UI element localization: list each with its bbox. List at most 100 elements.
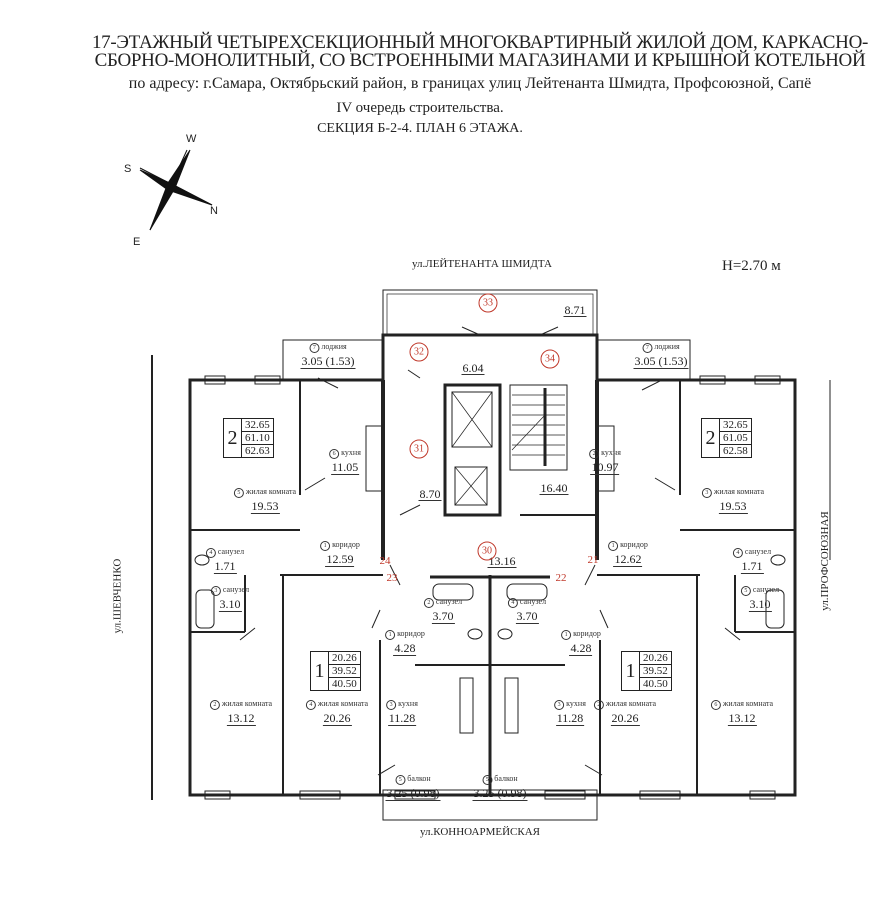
room-number: 4 [507,598,518,608]
marker-22: 22 [555,572,567,584]
room-number: 5 [395,775,406,785]
compass-e-label: E [133,236,141,248]
address-line: по адресу: г.Самара, Октябрьский район, … [128,75,812,92]
compass-s-label: S [124,163,132,175]
room-name: жилая комната [317,699,369,708]
room-label: 1 коридор 12.59 [320,541,360,567]
living-area: 20.26 [329,652,360,665]
room-area: 4.28 [569,641,593,656]
room-label: 1 коридор 4.28 [561,630,601,656]
room-name: коридор [573,629,601,638]
room-name: кухня [341,448,361,457]
room-number: 1 [561,630,572,640]
area-13-16: 13.16 [487,554,517,568]
room-number: 4 [732,548,743,558]
room-area: 19.53 [250,499,280,514]
room-area: 3.05 (1.53) [633,354,689,369]
total-area: 39.52 [329,665,360,678]
area-6-04: 6.04 [461,361,485,375]
room-number: 5 [740,586,751,596]
room-area: 13.12 [226,711,256,726]
room-area: 11.28 [555,711,585,726]
compass-w-label: W [186,133,197,145]
room-area: 12.62 [613,552,643,567]
room-number: 3 [386,700,397,710]
room-area: 11.05 [330,460,360,475]
room-area: 12.59 [325,552,355,567]
room-label: 4 санузел 1.71 [732,547,772,574]
room-name: кухня [566,699,586,708]
room-name: коридор [397,629,425,638]
room-area: 19.53 [718,499,748,514]
marker-31: 31 [409,439,429,459]
room-number: 2 [423,598,434,608]
room-area: 3.25 (0.98) [472,786,528,801]
total-area: 61.05 [720,432,751,445]
ceiling-height: H=2.70 м [722,258,781,274]
room-label: 7 лоджия 3.05 (1.53) [633,342,689,369]
room-name: жилая комната [245,487,297,496]
room-name: санузел [744,547,772,556]
marker-34: 34 [540,349,560,369]
marker-30: 30 [477,541,497,561]
room-number: 1 [385,630,396,640]
room-number: 5 [482,775,493,785]
room-number: 2 [209,700,220,710]
room-name: коридор [332,540,360,549]
compass-n-label: N [210,205,218,217]
room-number: 4 [205,548,216,558]
room-number: 5 [233,488,244,498]
total-area: 61.10 [242,432,273,445]
marker-24: 24 [379,555,391,567]
room-name: санузел [435,597,463,606]
street-top: ул.ЛЕЙТЕНАНТА ШМИДТА [412,258,552,270]
room-number: 1 [320,541,331,551]
room-count: 1 [314,659,325,682]
room-area: 10.97 [590,460,620,475]
room-number: 7 [642,343,653,353]
room-number: 3 [701,488,712,498]
room-number: 1 [608,541,619,551]
room-name: лоджия [654,342,680,351]
room-name: санузел [519,597,547,606]
room-area: 20.26 [322,711,352,726]
room-area: 3.25 (0.98) [385,786,441,801]
room-name: жилая комната [713,487,765,496]
room-area: 3.10 [218,597,242,612]
room-name: жилая комната [605,699,657,708]
living-area: 32.65 [242,419,273,432]
street-bottom: ул.КОННОАРМЕЙСКАЯ [420,826,541,838]
room-area: 1.71 [740,559,764,574]
area-with-loggia: 62.58 [723,445,748,457]
room-count: 1 [625,659,636,682]
total-area: 39.52 [640,665,671,678]
room-name: санузел [217,547,245,556]
room-count: 2 [705,426,716,449]
room-area: 3.70 [431,609,455,624]
title-line-1: 17-ЭТАЖНЫЙ ЧЕТЫРЕХСЕКЦИОННЫЙ МНОГОКВАРТИ… [91,32,869,53]
area-16-40: 16.40 [539,481,569,495]
street-right: ул.ПРОФСОЮЗНАЯ [818,511,831,611]
room-number: 7 [309,343,320,353]
room-name: кухня [601,448,621,457]
area-8-71: 8.71 [563,303,587,317]
room-label: 2 санузел 3.70 [423,597,463,624]
construction-stage: IV очередь строительства. [336,100,504,116]
